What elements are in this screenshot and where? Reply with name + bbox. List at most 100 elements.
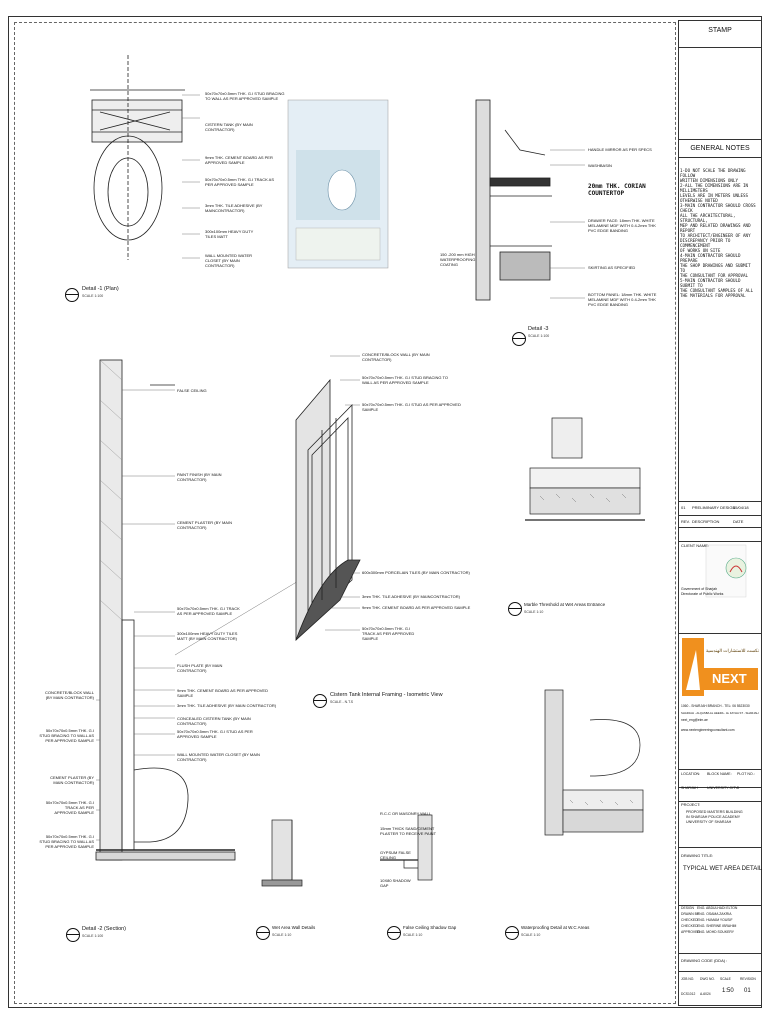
drawing-title-value: TYPICAL WET AREA DETAIL <box>683 866 763 872</box>
person-role: DESIGN <box>681 906 694 910</box>
location-value: SHARJAH <box>681 786 698 790</box>
detail2-label: 3mm THK. TILE ADHESIVE (BY MAIN CONTRACT… <box>177 703 277 708</box>
iso-label: 50x70x70x0.5mm THK. G.I TRACK AS PER APP… <box>362 626 415 641</box>
tb-divider <box>679 847 761 848</box>
detail2-label: WALL MOUNTED WATER CLOSET (BY MAIN CONTR… <box>177 752 260 762</box>
tb-divider <box>679 541 761 542</box>
consultant-email: next_eng@eim.ae <box>681 718 708 722</box>
client-line1: Government of Sharjah <box>681 587 718 591</box>
marble-title: Marble Threshold at Wet Areas Entrance <box>524 602 606 607</box>
footer-header: DWG NO. <box>700 977 715 981</box>
client-name-label: CLIENT NAME: <box>681 543 709 548</box>
iso-title: Cistern Tank Internal Framing - Isometri… <box>330 692 443 698</box>
general-notes-title: GENERAL NOTES <box>690 145 750 152</box>
detail2-label: FALSE CEILING <box>177 388 207 393</box>
consultant-logo: NEXT <box>712 671 747 686</box>
note-line: 4-MAIN CONTRACTOR SHOULD PREPARE <box>680 253 741 263</box>
plot-value: 8 <box>737 786 739 790</box>
tb-divider <box>679 953 761 954</box>
rev-desc: PRELIMINARY DESIGN <box>692 505 736 510</box>
person-role: APPROVED <box>681 930 700 934</box>
location-header: LOCATION: <box>681 772 701 776</box>
block-value: UNIVERSITY CITY <box>707 786 738 790</box>
footer-header: SCALE <box>720 977 731 981</box>
waterproof-title: Waterproofing Detail at W.C Areas <box>521 925 590 930</box>
note-line: DISCREPANCY PRIOR TO COMMENCEMENT <box>680 238 731 248</box>
detail1-label: 3mm THK. TILE ADHESIVE (BY MAINCONTRACTO… <box>205 203 263 213</box>
detail1-marker <box>65 288 79 302</box>
wetwall-scale: SCALE 1:10 <box>272 933 292 937</box>
footer-header: JOB NO. <box>681 977 695 981</box>
drawing-code: DRAWING CODE (DDA) : <box>681 958 728 963</box>
detail1-label: 9mm THK. CEMENT BOARD AS PER APPROVED SA… <box>205 155 273 165</box>
shadow-label: 15mm THICK SAND/CEMENT PLASTER TO RECEIV… <box>380 826 437 836</box>
project-line: UNIVERSITY OF SHARJAH <box>686 820 732 824</box>
tb-divider <box>679 157 761 158</box>
detail1-label: CISTERN TANK (BY MAIN CONTRACTOR) <box>205 122 253 132</box>
note-line: 5-MAIN CONTRACTOR SHOULD SUBMIT TO <box>680 278 741 288</box>
detail2-label-left: CEMENT PLASTER (BY MAIN CONTRACTOR) <box>50 775 94 785</box>
project-line: PROPOSED MASTERS BUILDING <box>686 810 743 814</box>
inner-dashed-border <box>14 22 676 1004</box>
tb-divider <box>679 787 761 788</box>
person-role: DRAWN BY <box>681 912 700 916</box>
client-line2: Directorate of Public Works <box>681 592 724 596</box>
waterproof-scale: SCALE 1:10 <box>521 933 541 937</box>
tb-divider <box>679 801 761 802</box>
consultant-address2: SHARJAH - ALQASBA AL HEERA - AL FAYHA ST… <box>681 711 759 715</box>
detail3-label: WASHBASIN <box>588 163 612 168</box>
shadow-label: R.C.C OR MASONRY WALL <box>380 811 432 816</box>
detail2-label: CEMENT PLASTER (BY MAIN CONTRACTOR) <box>177 520 232 530</box>
detail1-label: 300x100mm HEAVY DUTY TILES MATT <box>205 229 254 239</box>
job-no: DCS1012 <box>681 992 696 996</box>
tb-divider <box>679 971 761 972</box>
project-label: PROJECT: <box>681 802 701 807</box>
detail2-title: Detail -2 (Section) <box>82 926 127 932</box>
detail2-label: CONCEALED CISTERN TANK (BY MAIN CONTRACT… <box>177 716 251 726</box>
note-line: MEP AND RELATED DRAWINGS AND REPORT <box>680 223 751 233</box>
note-line: LEVELS ARE IN METERS UNLESS OTHERWISE NO… <box>680 193 749 203</box>
rev-header-desc: DESCRIPTION <box>692 519 720 524</box>
detail3-label: HANDLE MIRROR AS PER SPECS <box>588 147 652 152</box>
iso-label: 50x70x70x0.5mm THK. G.I STUD AS PER APPR… <box>362 402 461 412</box>
detail3-label: BOTTOM PANEL: 18mm THK. WHITE MELAMINE M… <box>588 292 657 307</box>
detail3-title: Detail -3 <box>528 326 549 332</box>
detail2-label-left: 50x70x70x0.5mm THK. G.I STUD BRACING TO … <box>39 728 94 743</box>
consultant-address1: 1060 - SHARJAH BRANCH - TEL: 06 5523030 <box>681 704 750 708</box>
detail2-label-left: 50x70x70x0.5mm THK. G.I STUD BRACING TO … <box>39 834 94 849</box>
detail2-label: 300x100mm HEAVY DUTY TILES MATT (BY MAIN… <box>177 631 238 641</box>
note-line: 2-ALL THE DIMENSIONS ARE IN MILLIMETERS <box>680 183 749 193</box>
waterproof-marker <box>505 926 519 940</box>
note-line: 3-MAIN CONTRACTOR SHOULD CROSS CHECK <box>680 203 756 213</box>
rev-header-date: DATE <box>733 519 744 524</box>
revision-value: 01 <box>744 988 751 994</box>
detail2-label: 50x70x70x0.5mm THK. G.I STUD AS PER APPR… <box>177 729 253 739</box>
person-name: ENG. SHERINE IBRAHIM <box>697 924 737 928</box>
iso-marker <box>313 694 327 708</box>
detail1-title: Detail -1 (Plan) <box>82 286 119 292</box>
person-name: ENG. MOHD SOUKERY <box>697 930 735 934</box>
detail3-label: 150 -200 mm HIGH WATERPROOFING COATING <box>440 252 476 267</box>
tb-divider <box>679 501 761 502</box>
iso-label: 50x70x70x0.5mm THK. G.I STUD BRACING TO … <box>362 375 449 385</box>
note-line: TO ARCHITECT/ENGINEER OF ANY <box>680 233 751 238</box>
iso-label: 3mm THK. TILE ADHESIVE (BY MAINCONTRACTO… <box>362 594 460 599</box>
note-line: 1-DO NOT SCALE THE DRAWING FOLLOW <box>680 168 746 178</box>
project-line: IN SHARJAH POLICE ACADEMY <box>686 815 741 819</box>
detail2-label-left: 50x70x70x0.5mm THK. G.I TRACK AS PER APP… <box>45 800 94 815</box>
iso-scale: SCALE - N.T.S <box>330 700 354 704</box>
consultant-web: www.nextengineeringconsultant.com <box>681 728 735 732</box>
marble-scale: SCALE 1:10 <box>524 610 544 614</box>
detail2-label-left: CONCRETE/BLOCK WALL (BY MAIN CONTRACTOR) <box>45 690 94 700</box>
tb-divider <box>679 905 761 906</box>
wetwall-marker <box>256 926 270 940</box>
tb-divider <box>679 515 761 516</box>
tb-divider <box>679 633 761 634</box>
note-line: OF WORKS ON SITE <box>680 248 721 253</box>
person-name: ENG. HUMAM YOUSIF <box>697 918 733 922</box>
note-line: THE SHOP DRAWINGS AND SUBMIT TO <box>680 263 751 273</box>
title-block: STAMP GENERAL NOTES <box>678 20 762 1006</box>
person-name: ENG. OSAMA ZAKRIA <box>697 912 732 916</box>
note-line: WRITTEN DIMENSIONS ONLY <box>680 178 738 183</box>
iso-label: 600x300mm PORCELAIN TILES (BY MAIN CONTR… <box>362 570 470 575</box>
